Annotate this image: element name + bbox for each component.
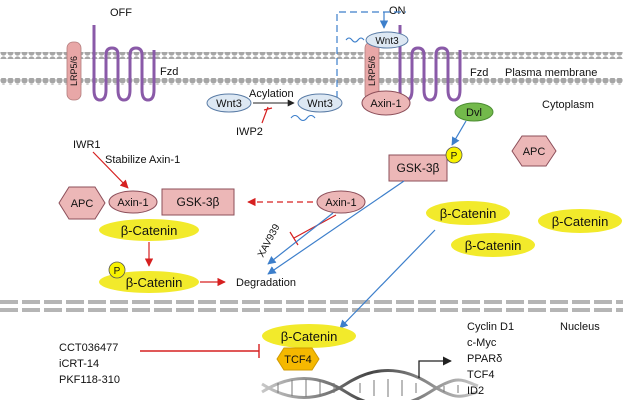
off-state-label: OFF	[110, 7, 132, 19]
xav939-inhibition	[289, 214, 337, 246]
target-gene-cyclin-d1: Cyclin D1	[467, 321, 514, 333]
plasma-membrane-label: Plasma membrane	[505, 67, 597, 79]
dvl-node: Dvl	[454, 102, 494, 122]
wnt3-bound-node: Wnt3	[365, 31, 409, 49]
svg-text:P: P	[451, 151, 458, 162]
target-gene-ppard: PPARδ	[467, 353, 502, 365]
target-gene-id2: ID2	[467, 385, 484, 397]
stabilize-axin1-label: Stabilize Axin-1	[105, 154, 180, 166]
nuclear-inhibition-line	[140, 344, 260, 358]
svg-text:Wnt3: Wnt3	[375, 36, 399, 47]
beta-catenin-complex-node: β-Catenin	[99, 219, 199, 241]
wnt-secretion-path	[336, 11, 406, 98]
fzd-on-label: Fzd	[470, 67, 488, 79]
dna-helix	[261, 369, 479, 400]
wnt3-lipid-tail	[290, 114, 316, 122]
free-beta-catenin-2: β-Catenin	[538, 209, 622, 233]
svg-text:GSK-3β: GSK-3β	[397, 161, 440, 175]
svg-text:Axin-1: Axin-1	[325, 197, 356, 209]
wnt3-node-right: Wnt3	[297, 93, 343, 113]
on-state-label: ON	[389, 5, 406, 17]
iwr1-label: IWR1	[73, 139, 101, 151]
fzd-off-label: Fzd	[160, 66, 178, 78]
p-beta-catenin-phospho-badge: P	[108, 261, 126, 279]
svg-text:Wnt3: Wnt3	[216, 98, 242, 110]
apc-off-node: APC	[58, 186, 106, 220]
target-gene-tcf4: TCF4	[467, 369, 495, 381]
svg-text:β-Catenin: β-Catenin	[126, 275, 183, 290]
svg-text:β-Catenin: β-Catenin	[440, 206, 497, 221]
fzd-receptor-off	[92, 25, 156, 102]
inhibitor-pkf118: PKF118-310	[59, 374, 120, 386]
membrane-outer-layer	[0, 52, 623, 59]
svg-text:Axin-1: Axin-1	[370, 98, 401, 110]
iwr1-stabilize-arrow	[92, 151, 129, 189]
axin1-on-node: Axin-1	[361, 90, 411, 116]
lrp-off-label: LRP5/6	[69, 56, 79, 86]
gsk3b-off-node: GSK-3β	[161, 188, 235, 216]
axin1-free-node: Axin-1	[316, 190, 366, 214]
svg-text:β-Catenin: β-Catenin	[552, 214, 609, 229]
nuclear-translocation-arrow	[339, 229, 436, 329]
degradation-label: Degradation	[236, 277, 296, 289]
acylation-label: Acylation	[249, 88, 294, 100]
svg-text:β-Catenin: β-Catenin	[465, 238, 522, 253]
wnt3-node-left: Wnt3	[206, 93, 252, 113]
transcription-start-arrow	[418, 356, 452, 378]
axin1-to-degradation-arrow	[267, 212, 334, 265]
xav939-label: XAV939	[256, 222, 283, 259]
inhibitor-icrt14: iCRT-14	[59, 358, 99, 370]
p-beta-catenin-node: β-Catenin	[99, 271, 199, 293]
svg-text:APC: APC	[523, 146, 546, 158]
iwp2-label: IWP2	[236, 126, 263, 138]
iwp2-inhibition	[261, 106, 273, 124]
svg-text:TCF4: TCF4	[284, 354, 312, 366]
gsk3b-to-degradation-arrow	[267, 180, 405, 275]
target-gene-c-myc: c-Myc	[467, 337, 497, 349]
svg-text:GSK-3β: GSK-3β	[177, 195, 220, 209]
nuclear-beta-catenin-node: β-Catenin	[262, 324, 356, 348]
svg-text:β-Catenin: β-Catenin	[121, 223, 178, 238]
svg-text:Axin-1: Axin-1	[117, 197, 148, 209]
tcf4-node: TCF4	[276, 347, 320, 371]
lrp-on-label: LRP5/6	[367, 56, 377, 86]
nuclear-envelope	[0, 300, 623, 312]
fzd-receptor-on	[398, 25, 462, 102]
free-beta-catenin-3: β-Catenin	[451, 233, 535, 257]
gsk3b-phospho-badge: P	[445, 146, 463, 164]
svg-text:Dvl: Dvl	[466, 107, 482, 119]
free-beta-catenin-1: β-Catenin	[426, 201, 510, 225]
inhibitor-cct036477: CCT036477	[59, 342, 118, 354]
apc-on-node: APC	[511, 135, 557, 167]
nucleus-label: Nucleus	[560, 321, 600, 333]
cytoplasm-label: Cytoplasm	[542, 99, 594, 111]
dvl-to-gsk3b-arrow	[451, 120, 467, 146]
svg-text:Wnt3: Wnt3	[307, 98, 333, 110]
axin1-off-node: Axin-1	[108, 190, 158, 214]
svg-text:β-Catenin: β-Catenin	[281, 329, 338, 344]
svg-text:P: P	[114, 266, 121, 277]
bound-wnt3-lipid-tail	[345, 37, 365, 43]
gsk3b-on-node: GSK-3β	[388, 154, 448, 182]
lrp-receptor-on: LRP5/6	[364, 41, 380, 101]
lrp-receptor-off: LRP5/6	[66, 41, 82, 101]
membrane-inner-layer	[0, 78, 623, 85]
svg-text:APC: APC	[71, 198, 94, 210]
